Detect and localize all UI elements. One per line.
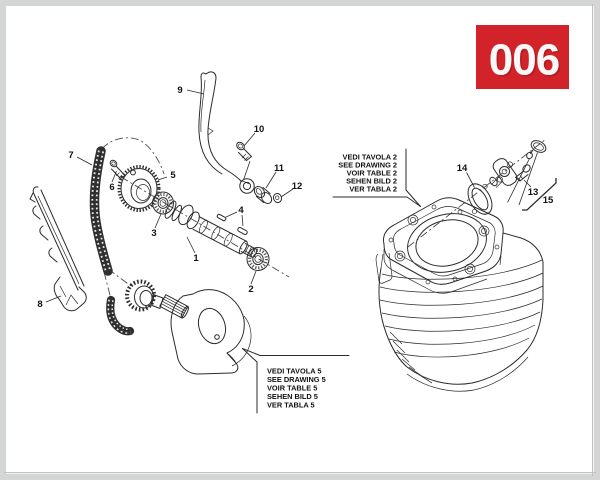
part-label-10: 10 — [254, 124, 265, 135]
part-label-7: 7 — [68, 150, 73, 161]
chain-guide-blade-drawing — [29, 186, 87, 312]
callout-2-line-2: SEE DRAWING 2 — [338, 161, 397, 170]
callout-5-line-3: VOIR TABLE 5 — [267, 384, 317, 393]
callout-5-pointer-top — [242, 348, 350, 356]
part-label-8: 8 — [37, 299, 42, 310]
badge-number: 006 — [489, 36, 559, 85]
bearing-2-drawing — [246, 247, 270, 271]
woodruff-keys-drawing — [216, 213, 248, 235]
timing-chain-drawing — [89, 146, 135, 336]
callout-2-line-3: VOIR TABLE 2 — [347, 169, 397, 178]
callout-2-line-4: SEHEN BILD 2 — [346, 177, 397, 186]
leader-lines — [45, 89, 532, 303]
bolt-10-drawing — [236, 141, 252, 181]
callout-5-line-2: SEE DRAWING 5 — [267, 375, 326, 384]
part-label-9: 9 — [177, 85, 182, 96]
frame-shade-right — [592, 4, 594, 476]
callout-table-2: VEDI TAVOLA 2 SEE DRAWING 2 VOIR TABLE 2… — [332, 148, 421, 207]
bushing-11-drawing — [253, 186, 273, 204]
part-label-1: 1 — [193, 253, 199, 264]
tensioner-arm-drawing — [198, 71, 255, 194]
badge-number-shadow: 006 — [490, 37, 560, 86]
part-label-11: 11 — [274, 163, 285, 174]
part-label-4: 4 — [238, 205, 244, 216]
part-label-12: 12 — [292, 181, 303, 192]
frame-shade-bottom — [4, 472, 596, 474]
part-label-5: 5 — [170, 170, 176, 181]
part-label-2: 2 — [248, 284, 253, 295]
part-label-6: 6 — [109, 182, 114, 193]
callout-2-pointer-right — [405, 148, 421, 207]
chain-tensioner-drawing — [467, 140, 557, 215]
cam-sprocket-drawing — [117, 165, 161, 212]
callout-2-line-1: VEDI TAVOLA 2 — [343, 153, 397, 162]
bolt-6-drawing — [109, 159, 126, 179]
tensioner-axis-line — [407, 138, 547, 248]
part-label-13: 13 — [528, 187, 539, 198]
part-label-3: 3 — [151, 228, 156, 239]
callout-5-line-5: VER TABLA 5 — [267, 401, 315, 410]
part-number-labels: 1 2 3 4 5 6 7 8 9 10 11 12 13 14 15 — [37, 85, 554, 310]
callout-2-line-5: VER TABLA 2 — [349, 185, 397, 194]
callout-table-5: VEDI TAVOLA 5 SEE DRAWING 5 VOIR TABLE 5… — [242, 348, 350, 414]
group-15-bracket — [522, 178, 557, 211]
callout-5-line-4: SEHEN BILD 5 — [267, 392, 318, 401]
callout-5-line-1: VEDI TAVOLA 5 — [267, 367, 321, 376]
badge-background — [476, 25, 569, 89]
cylinder-drawing — [375, 197, 544, 392]
part-label-14: 14 — [457, 163, 468, 174]
chain-continuation-line — [103, 271, 112, 300]
callout-5-pointer-left — [242, 348, 258, 414]
crankshaft-drawing — [125, 279, 252, 375]
callout-2-pointer-bottom — [332, 196, 421, 207]
part-label-15: 15 — [543, 195, 554, 206]
drawing-number-badge: 006 006 — [476, 25, 569, 89]
